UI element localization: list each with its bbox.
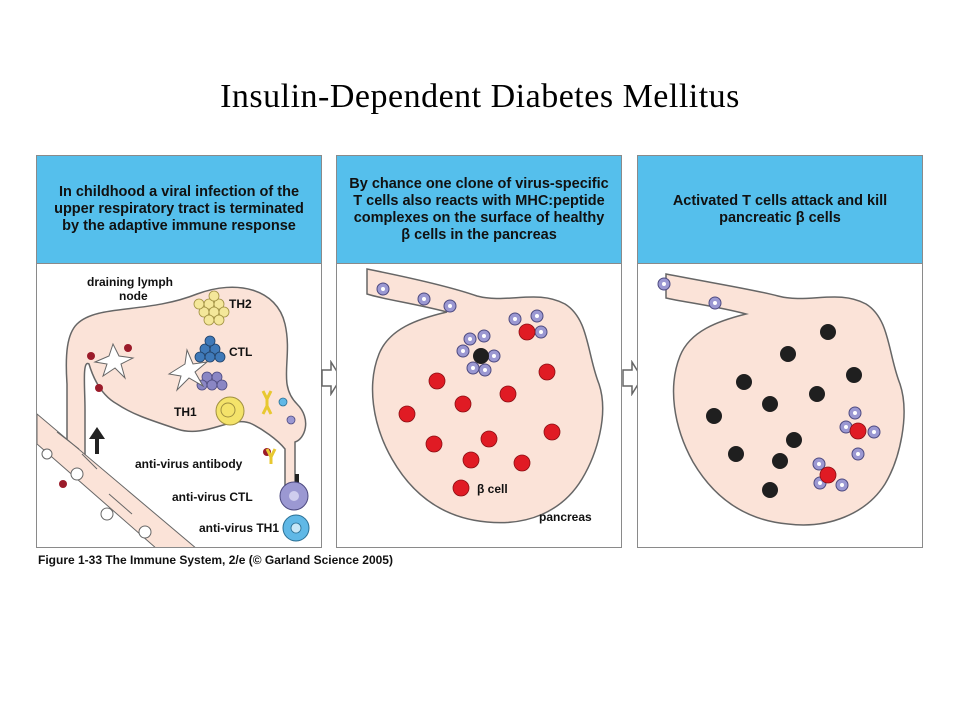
th1-label: TH1 — [174, 405, 197, 419]
beta-cells — [398, 323, 561, 497]
ctl-cell-cluster — [194, 335, 226, 363]
vessel-cell-walls — [56, 431, 133, 515]
panel-viral-infection: In childhood a viral infection of the up… — [36, 155, 322, 548]
macrophage — [167, 348, 209, 392]
t-cell-nuclei — [381, 287, 543, 372]
plasma-cell — [215, 396, 245, 426]
pancreas-cross-reaction-illustration: β cell pancreas — [366, 268, 604, 524]
draining-lymph-node-label: draining lymph — [87, 275, 173, 289]
anti-virus-ctl-label: anti-virus CTL — [172, 490, 253, 504]
up-arrow-icon — [89, 427, 105, 454]
dead-beta-cell — [473, 348, 489, 364]
pancreas-label: pancreas — [539, 510, 592, 524]
panel-cross-reaction: By chance one clone of virus-specific T … — [336, 155, 622, 548]
figure-credit: Figure 1-33 The Immune System, 2/e (© Ga… — [38, 553, 393, 567]
lymph-node — [65, 286, 307, 495]
draining-lymph-node-label-2: node — [119, 289, 148, 303]
dendritic-cell — [93, 342, 135, 380]
beta-cell-label: β cell — [477, 482, 508, 496]
panel-caption: In childhood a viral infection of the up… — [37, 156, 321, 264]
beta-cell-destruction-illustration — [657, 273, 905, 526]
panel-caption: Activated T cells attack and kill pancre… — [638, 156, 922, 264]
pancreas-tissue — [665, 273, 905, 526]
ctl-label: CTL — [229, 345, 252, 359]
panel-beta-cell-destruction: Activated T cells attack and kill pancre… — [637, 155, 923, 548]
th2-label: TH2 — [229, 297, 252, 311]
th2-cell-cluster — [193, 290, 230, 326]
vessel-cells — [41, 448, 152, 539]
slide-title: Insulin-Dependent Diabetes Mellitus — [220, 78, 740, 115]
anti-virus-th1-label: anti-virus TH1 — [199, 521, 279, 535]
panel-caption: By chance one clone of virus-specific T … — [337, 156, 621, 264]
t-cell-nuclei — [662, 282, 876, 487]
immune-response-illustration: TH2 CTL TH1 — [37, 275, 310, 547]
beta-cells-under-attack — [819, 422, 867, 484]
dead-beta-cells — [706, 324, 862, 498]
anti-virus-antibody-label: anti-virus antibody — [135, 457, 243, 471]
antibody-icon — [261, 390, 277, 464]
